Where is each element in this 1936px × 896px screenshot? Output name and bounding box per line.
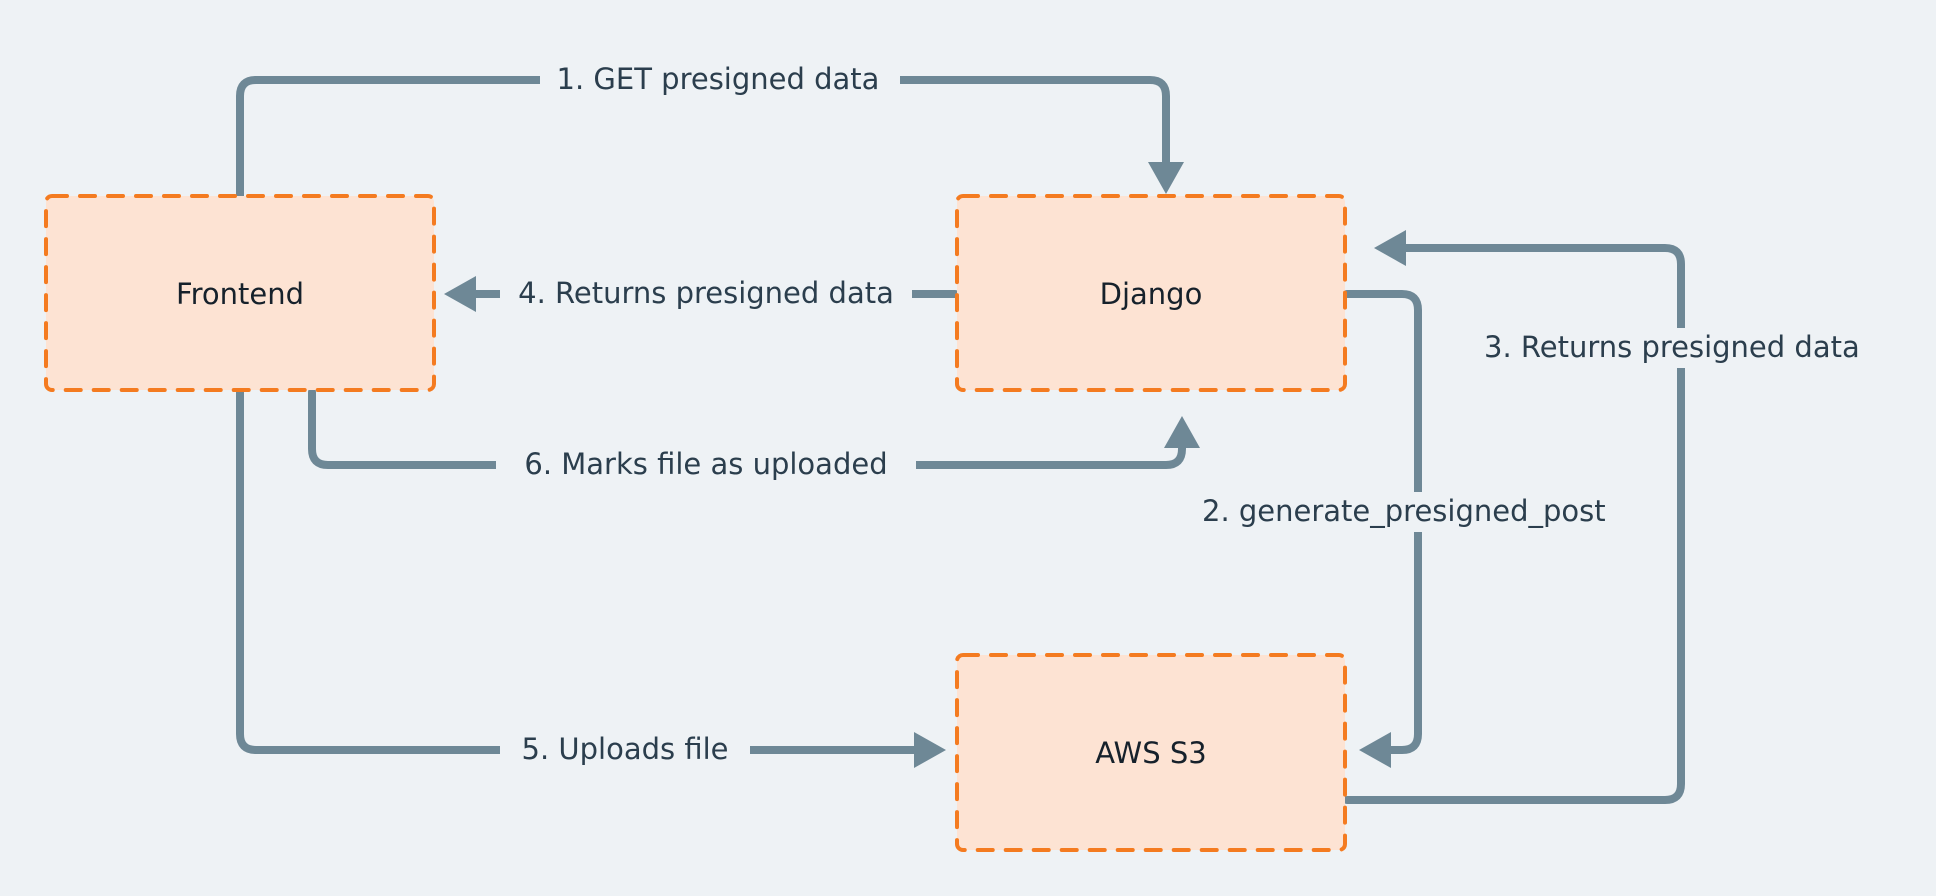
edge-step6-label-plate (496, 445, 916, 485)
edge-step3-label-plate (1478, 328, 1898, 368)
node-django-box[interactable] (955, 194, 1347, 392)
edge-step2-label: 2. generate_presigned_post (1202, 494, 1606, 528)
node-django-label: Django (1100, 277, 1203, 311)
edge-step6: 6. Marks file as uploaded (308, 388, 1200, 485)
edge-step5-label-plate (500, 730, 750, 770)
node-frontend[interactable]: Frontend (44, 194, 436, 392)
node-django[interactable]: Django (955, 194, 1347, 392)
edge-step2-arrowhead (1359, 732, 1391, 768)
edge-step1-label: 1. GET presigned data (557, 62, 880, 96)
edge-step3-arrowhead (1374, 230, 1406, 266)
edge-step4-label: 4. Returns presigned data (518, 276, 894, 310)
node-frontend-label: Frontend (176, 277, 304, 311)
edge-step3: 3. Returns presigned data (1343, 230, 1898, 804)
edge-step5-label: 5. Uploads file (522, 732, 729, 766)
node-aws-s3[interactable]: AWS S3 (955, 653, 1347, 852)
edge-step5: 5. Uploads file (236, 388, 946, 770)
edge-step4-arrowhead (444, 276, 476, 312)
edge-step5-arrowhead (914, 732, 946, 768)
edge-step1-arrowhead (1148, 162, 1184, 194)
edge-step5-path (236, 388, 924, 754)
edge-step2: 2. generate_presigned_post (1195, 290, 1635, 768)
edge-step3-path (1343, 244, 1685, 804)
edge-step1: 1. GET presigned data (236, 60, 1184, 200)
edge-step3-label: 3. Returns presigned data (1484, 330, 1860, 364)
edge-step6-arrowhead (1164, 416, 1200, 448)
edge-step6-label: 6. Marks file as uploaded (524, 447, 887, 481)
edge-step2-label-plate (1195, 492, 1635, 532)
node-aws-s3-label: AWS S3 (1095, 736, 1206, 770)
edge-step1-label-plate (540, 60, 900, 100)
edge-step4-label-plate (500, 274, 912, 314)
node-aws-s3-box[interactable] (955, 653, 1347, 852)
edge-step4: 4. Returns presigned data (444, 274, 959, 314)
node-frontend-box[interactable] (44, 194, 436, 392)
